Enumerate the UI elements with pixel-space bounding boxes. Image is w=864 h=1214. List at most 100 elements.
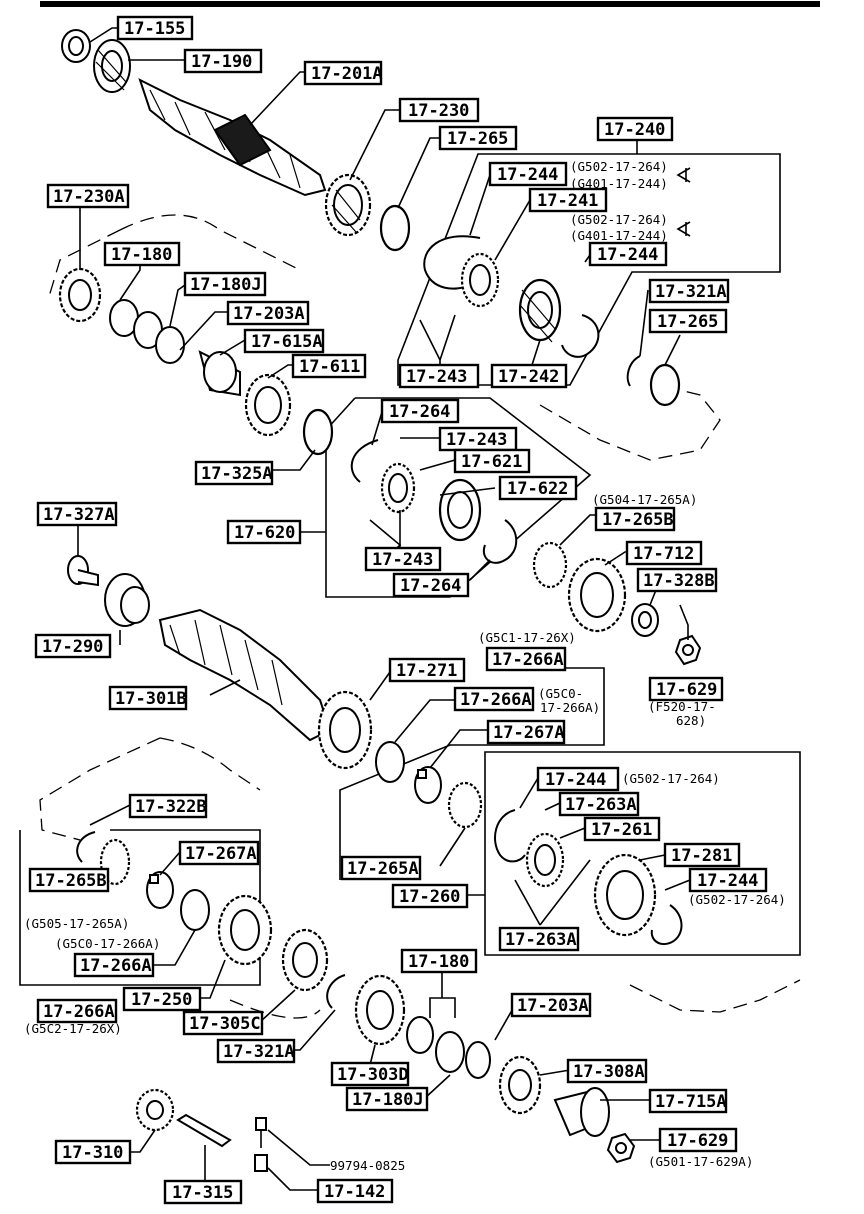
dashed-region-lower-right xyxy=(629,979,801,1013)
hub-17-241 xyxy=(460,252,500,308)
snapring-17-244-c xyxy=(494,809,526,863)
svg-text:17-264: 17-264 xyxy=(400,576,461,596)
bearing-17-190 xyxy=(93,39,131,93)
svg-text:17-230: 17-230 xyxy=(408,101,469,121)
svg-text:17-261: 17-261 xyxy=(591,820,652,840)
label-17-266A-d: 17-266A xyxy=(36,998,118,1024)
label-17-244-a: 17-244 xyxy=(488,161,568,187)
bearing-17-290 xyxy=(104,573,150,627)
label-17-155: 17-155 xyxy=(116,15,194,41)
label-17-290: 17-290 xyxy=(34,633,112,659)
label-17-180J-b: 17-180J xyxy=(345,1086,429,1112)
svg-text:17-242: 17-242 xyxy=(498,367,559,387)
svg-text:17-629: 17-629 xyxy=(656,680,717,700)
ring-17-321A-bottom xyxy=(326,974,346,1009)
ring-17-265-right xyxy=(649,363,681,407)
label-17-281: 17-281 xyxy=(663,842,741,868)
svg-text:17-264: 17-264 xyxy=(389,402,450,422)
label-17-308A: 17-308A xyxy=(566,1058,648,1084)
svg-text:17-327A: 17-327A xyxy=(43,505,115,525)
svg-text:17-321A: 17-321A xyxy=(223,1042,295,1062)
note-g5c0-266a-line2: 17-266A) xyxy=(540,700,600,715)
svg-text:17-240: 17-240 xyxy=(604,120,665,140)
note-g5c2-26x: (G5C2-17-26X) xyxy=(24,1021,122,1036)
hub-17-621 xyxy=(380,462,416,514)
flange-17-715A xyxy=(553,1087,610,1137)
note-g401-244-b: (G401-17-244) xyxy=(570,228,668,243)
label-17-303D: 17-303D xyxy=(330,1061,410,1087)
frame-17-266a-d xyxy=(19,829,261,986)
label-17-715A: 17-715A xyxy=(648,1088,728,1114)
svg-text:17-266A: 17-266A xyxy=(492,650,564,670)
sleeve-17-242 xyxy=(518,278,562,343)
svg-text:17-265B: 17-265B xyxy=(602,510,674,530)
bearing-17-180-top xyxy=(109,299,185,364)
svg-text:17-244: 17-244 xyxy=(497,165,558,185)
label-17-620: 17-620 xyxy=(226,519,302,545)
label-17-265A: 17-265A xyxy=(340,855,422,881)
svg-text:17-620: 17-620 xyxy=(234,523,295,543)
label-17-265-a: 17-265 xyxy=(438,125,518,151)
svg-text:17-281: 17-281 xyxy=(671,846,732,866)
note-g5c0-266a-line1: (G5C0- xyxy=(538,686,583,701)
svg-text:17-621: 17-621 xyxy=(461,452,522,472)
svg-text:17-244: 17-244 xyxy=(597,245,658,265)
label-17-190: 17-190 xyxy=(183,48,263,74)
shaft-17-301B xyxy=(158,608,332,742)
svg-text:17-180J: 17-180J xyxy=(190,275,262,295)
label-17-203A-a: 17-203A xyxy=(226,300,310,326)
svg-text:17-615A: 17-615A xyxy=(251,332,323,352)
svg-text:17-263A: 17-263A xyxy=(565,795,637,815)
label-17-241: 17-241 xyxy=(528,187,608,213)
sleeve-17-615A xyxy=(198,350,241,397)
sleeve-17-622 xyxy=(438,478,482,542)
note-f520-628-line2: 628) xyxy=(676,713,706,728)
label-17-263A-a: 17-263A xyxy=(558,791,640,817)
label-17-266A-c: 17-266A xyxy=(73,952,155,978)
svg-text:17-265: 17-265 xyxy=(447,129,508,149)
label-17-310: 17-310 xyxy=(54,1139,132,1165)
svg-text:17-715A: 17-715A xyxy=(655,1092,727,1112)
label-17-243-b: 17-243 xyxy=(438,426,518,452)
label-17-271: 17-271 xyxy=(388,657,466,683)
label-17-180-a: 17-180 xyxy=(103,241,181,267)
spacer-17-328B xyxy=(631,603,659,637)
snapring-17-264-top xyxy=(350,439,379,483)
note-g502-264-a: (G502-17-264) xyxy=(570,159,668,174)
svg-text:17-265B: 17-265B xyxy=(35,871,107,891)
dashed-region-bottom xyxy=(229,999,321,1019)
label-17-203A-b: 17-203A xyxy=(510,992,592,1018)
label-17-328B: 17-328B xyxy=(636,567,718,593)
gear-17-230 xyxy=(324,173,372,237)
label-17-321A-a: 17-321A xyxy=(648,278,730,304)
collar-17-267A-middle xyxy=(414,766,442,804)
svg-text:17-243: 17-243 xyxy=(446,430,507,450)
svg-text:17-328B: 17-328B xyxy=(643,571,715,591)
gear-17-712 xyxy=(567,557,627,633)
svg-text:17-305C: 17-305C xyxy=(189,1014,261,1034)
bracket-arrow-b xyxy=(676,221,691,237)
collar-17-267A-bottom xyxy=(146,871,174,909)
svg-text:17-180: 17-180 xyxy=(408,952,469,972)
label-17-322B: 17-322B xyxy=(128,793,208,819)
label-17-250: 17-250 xyxy=(122,986,202,1012)
label-17-260: 17-260 xyxy=(391,883,469,909)
svg-text:17-267A: 17-267A xyxy=(493,723,565,743)
svg-text:17-244: 17-244 xyxy=(697,871,758,891)
label-17-315: 17-315 xyxy=(163,1179,243,1205)
plug-17-142 xyxy=(254,1154,268,1172)
svg-text:17-267A: 17-267A xyxy=(185,844,257,864)
gear-17-250 xyxy=(217,894,273,966)
dashed-region-upper xyxy=(47,214,301,301)
svg-text:17-266A: 17-266A xyxy=(80,956,152,976)
label-17-267A-a: 17-267A xyxy=(486,719,566,745)
label-17-265B-a: 17-265B xyxy=(594,506,676,532)
bracket-arrow-a xyxy=(676,167,691,183)
svg-text:17-190: 17-190 xyxy=(191,52,252,72)
label-17-180-b: 17-180 xyxy=(400,948,478,974)
nut-17-629-bottom xyxy=(606,1132,636,1164)
label-17-622: 17-622 xyxy=(498,475,578,501)
label-17-712: 17-712 xyxy=(625,540,703,566)
svg-text:17-266A: 17-266A xyxy=(43,1002,115,1022)
svg-text:17-325A: 17-325A xyxy=(201,464,273,484)
